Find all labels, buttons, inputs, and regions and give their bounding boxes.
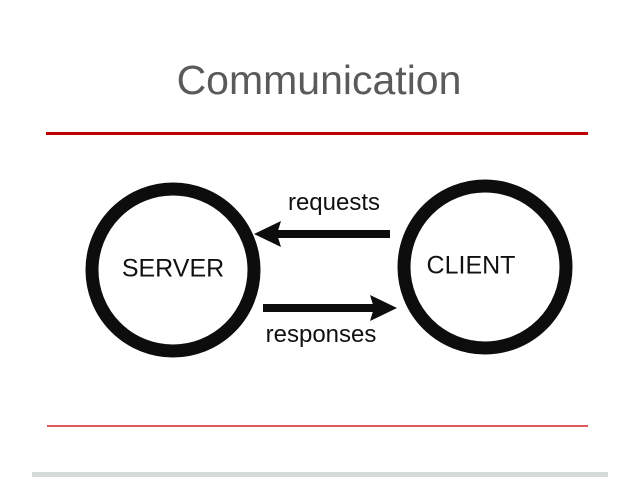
responses-arrow[interactable]	[263, 295, 397, 321]
baseline-divider	[32, 472, 608, 477]
title-divider	[46, 132, 588, 135]
requests-arrow[interactable]	[254, 221, 390, 247]
requests-edge-label: requests	[288, 189, 380, 216]
client-node-circle[interactable]	[397, 179, 573, 355]
server-node-circle[interactable]	[85, 182, 261, 358]
client-node-label: CLIENT	[427, 252, 516, 280]
responses-edge-label: responses	[266, 321, 377, 348]
server-node-label: SERVER	[122, 255, 224, 283]
footer-divider	[47, 425, 588, 427]
page-title: Communication	[176, 57, 462, 103]
communication-diagram: SERVER CLIENT requests responses	[0, 150, 638, 380]
